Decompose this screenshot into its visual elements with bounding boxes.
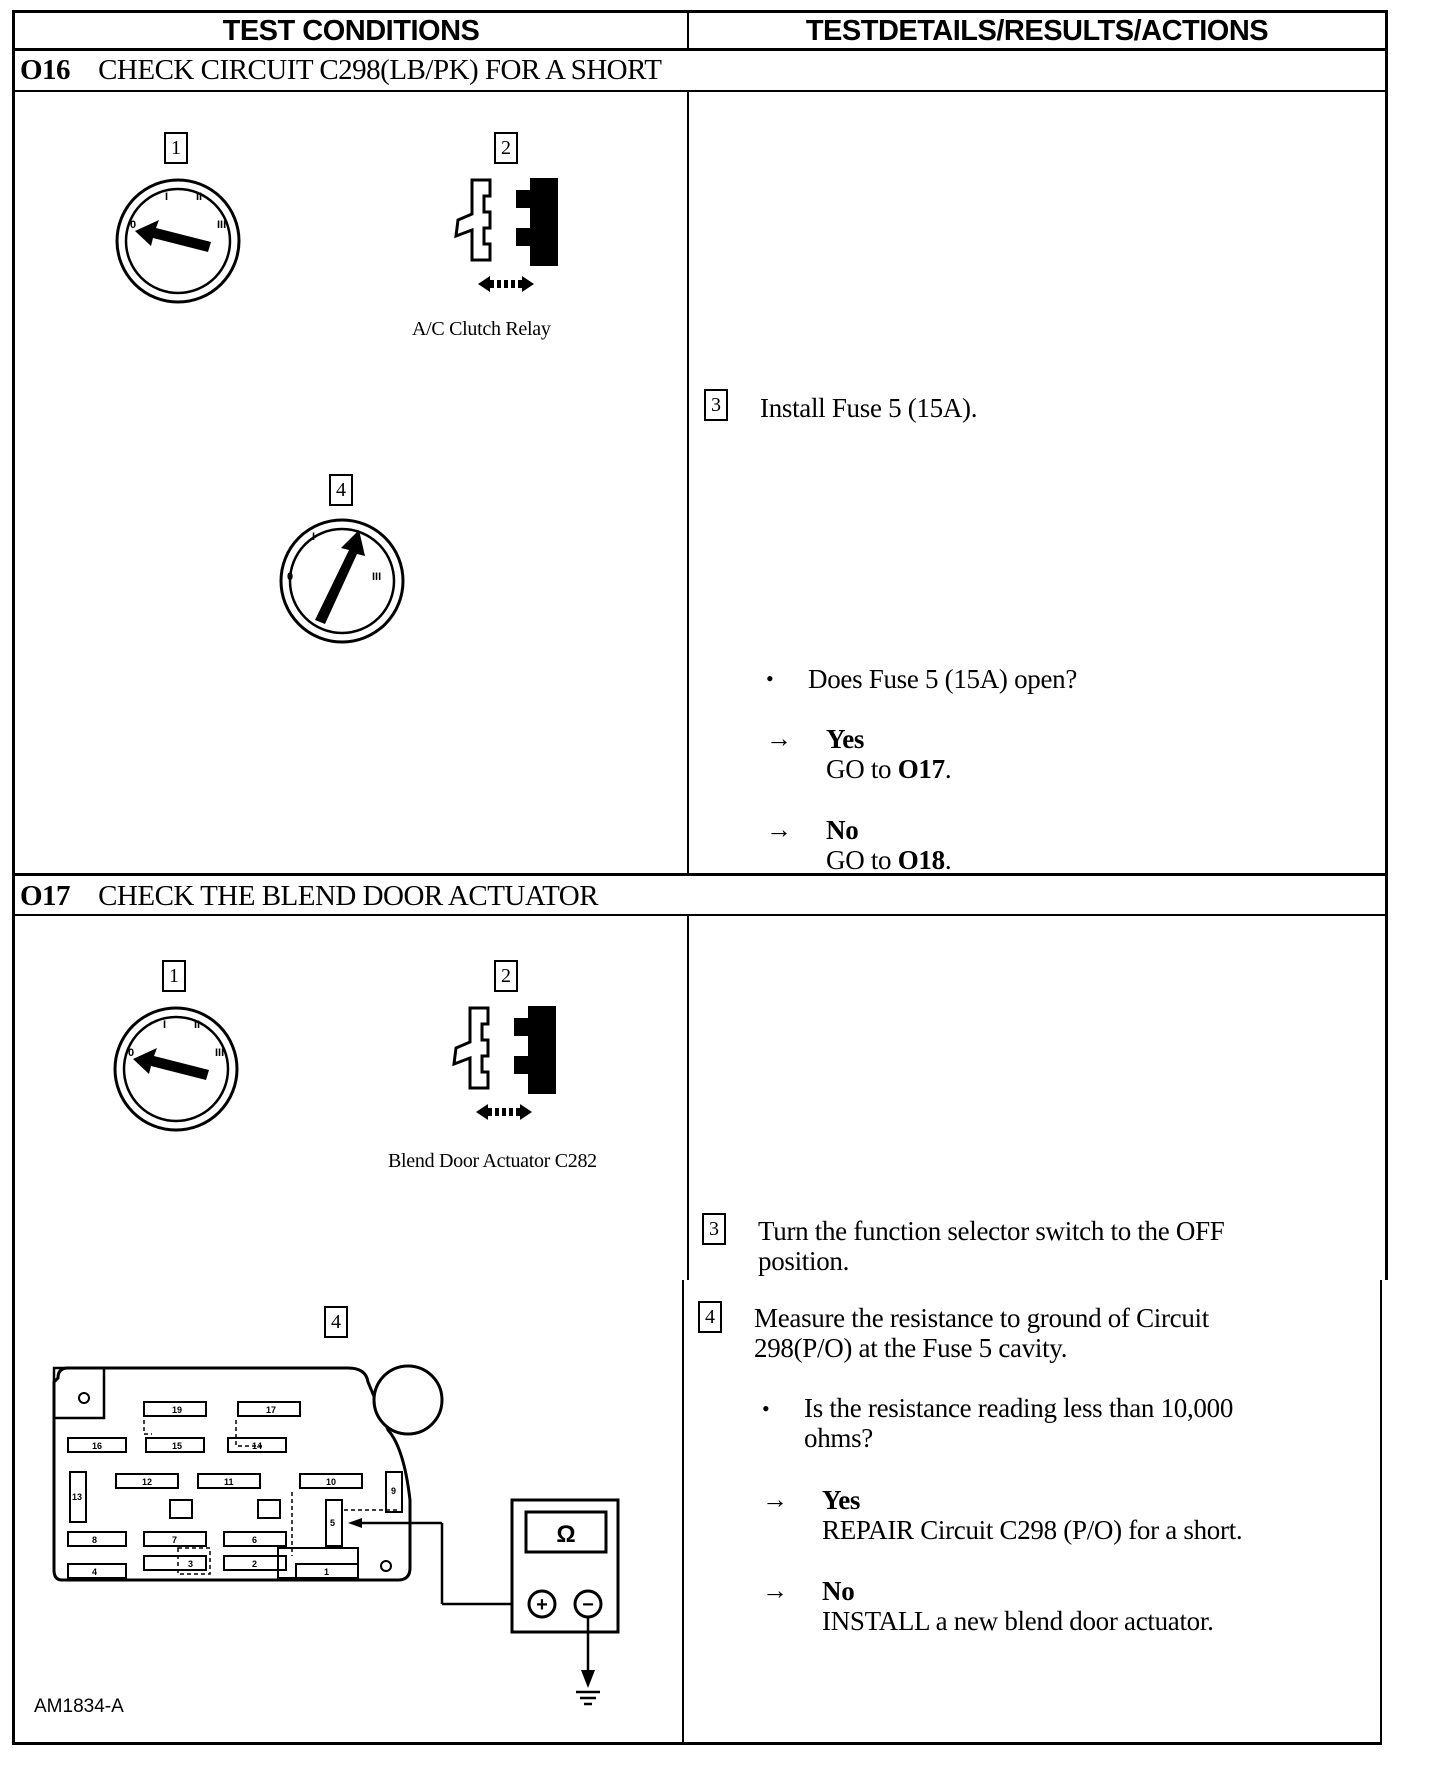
ignition-label-three: III bbox=[217, 219, 226, 231]
frame-left bbox=[12, 10, 15, 1745]
o17-yes-label: Yes bbox=[822, 1485, 861, 1515]
fuse-number: 10 bbox=[326, 1477, 336, 1487]
fuse-number: 2 bbox=[252, 1559, 257, 1569]
o16-no-action: GO to O18. bbox=[826, 845, 952, 875]
o16-title: CHECK CIRCUIT C298(LB/PK) FOR A SHORT bbox=[98, 54, 662, 86]
ignition-label-off: 0 bbox=[287, 571, 293, 583]
ignition-label-off: 0 bbox=[130, 219, 136, 231]
o16-question: Does Fuse 5 (15A) open? bbox=[808, 664, 1078, 694]
o17-step-4-line-2: 298(P/O) at the Fuse 5 cavity. bbox=[754, 1333, 1068, 1363]
o17-step-4-box: 4 bbox=[698, 1301, 722, 1333]
frame-right-upper bbox=[1385, 10, 1388, 1280]
o16-step-3-box: 3 bbox=[704, 389, 728, 421]
ignition-label-one: I bbox=[163, 1019, 166, 1031]
ignition-label-three: III bbox=[215, 1047, 224, 1059]
o16-yes-action-prefix: GO to bbox=[826, 754, 898, 784]
fuse-number: 8 bbox=[92, 1535, 97, 1545]
o16-step-4-box: 4 bbox=[329, 474, 353, 506]
fuse-number: 14 bbox=[252, 1441, 262, 1451]
o16-title-divider bbox=[12, 90, 1388, 92]
ohm-symbol: Ω bbox=[556, 1521, 575, 1548]
ignition-label-off: 0 bbox=[128, 1047, 134, 1059]
fuse-number: 15 bbox=[172, 1441, 182, 1451]
header-test-details: TESTDETAILS/RESULTS/ACTIONS bbox=[805, 14, 1269, 47]
o17-no-arrow: → bbox=[762, 1576, 788, 1605]
o17-title: CHECK THE BLEND DOOR ACTUATOR bbox=[98, 880, 599, 912]
column-divider-o17-upper bbox=[687, 914, 689, 1280]
fuse-number: 17 bbox=[266, 1405, 276, 1415]
o17-question-bullet: • bbox=[762, 1396, 770, 1421]
meter-minus-terminal: − bbox=[582, 1594, 594, 1616]
ignition-label-three: III bbox=[372, 571, 381, 583]
o17-title-divider bbox=[12, 914, 1388, 916]
actuator-caption: Blend Door Actuator C282 bbox=[388, 1150, 597, 1172]
o16-step-2-box: 2 bbox=[494, 132, 518, 164]
figure-id: AM1834-A bbox=[34, 1696, 124, 1717]
ignition-switch-run-icon: 0 I III bbox=[279, 518, 405, 644]
o16-question-bullet: • bbox=[766, 666, 774, 691]
o17-yes-action: REPAIR Circuit C298 (P/O) for a short. bbox=[822, 1515, 1243, 1545]
o17-step-4-line-1: Measure the resistance to ground of Circ… bbox=[754, 1303, 1209, 1333]
frame-top bbox=[12, 10, 1388, 13]
header-divider bbox=[12, 48, 1388, 51]
ignition-switch-off-icon: 0 I II III bbox=[115, 178, 241, 304]
ignition-label-two: II bbox=[194, 1019, 200, 1031]
header-test-conditions: TEST CONDITIONS bbox=[222, 14, 480, 47]
o16-no-period: . bbox=[944, 845, 952, 875]
o16-yes-period: . bbox=[944, 754, 952, 784]
ignition-label-two: II bbox=[196, 191, 202, 203]
o17-step-1-box: 1 bbox=[162, 960, 186, 992]
relay-caption: A/C Clutch Relay bbox=[412, 318, 551, 340]
o16-section-title: O16 CHECK CIRCUIT C298(LB/PK) FOR A SHORT bbox=[20, 54, 662, 87]
o17-step-4-diagram-box: 4 bbox=[324, 1306, 348, 1338]
fuse-number: 13 bbox=[72, 1492, 82, 1502]
ignition-switch-off-icon: 0 I II III bbox=[113, 1006, 239, 1132]
o17-question-line-2: ohms? bbox=[804, 1423, 873, 1453]
fuse-number: 19 bbox=[172, 1405, 182, 1415]
fuse-number: 11 bbox=[224, 1477, 234, 1487]
o17-step-3-box: 3 bbox=[702, 1213, 726, 1245]
o17-question-line-1: Is the resistance reading less than 10,0… bbox=[804, 1393, 1234, 1423]
o16-id: O16 bbox=[20, 54, 71, 86]
fuse-number: 6 bbox=[252, 1535, 257, 1545]
o16-yes-action: GO to O17. bbox=[826, 754, 952, 784]
column-divider-o17-lower bbox=[682, 1280, 684, 1745]
column-divider-header bbox=[687, 10, 689, 50]
frame-bottom bbox=[12, 1742, 1382, 1745]
o17-no-label: No bbox=[822, 1576, 855, 1606]
o16-yes-label: Yes bbox=[826, 724, 865, 754]
o16-no-arrow: → bbox=[766, 815, 792, 844]
o16-step-1-box: 1 bbox=[164, 132, 188, 164]
fuse-number: 7 bbox=[172, 1535, 177, 1545]
o17-section-title: O17 CHECK THE BLEND DOOR ACTUATOR bbox=[20, 880, 599, 913]
actuator-connector-icon bbox=[452, 1006, 556, 1120]
o16-no-action-prefix: GO to bbox=[826, 845, 898, 875]
o16-yes-target: O17 bbox=[897, 754, 945, 784]
o17-id: O17 bbox=[20, 880, 71, 912]
o17-step-3-line-2: position. bbox=[758, 1246, 850, 1276]
column-divider-o16 bbox=[687, 90, 689, 875]
fuse-panel-ohmmeter-diagram: 19 17 16 15 14 13 12 11 10 9 8 7 6 5 4 3… bbox=[52, 1364, 620, 1706]
o16-step-3-text: Install Fuse 5 (15A). bbox=[760, 393, 978, 423]
fuse-number: 4 bbox=[92, 1567, 97, 1577]
o16-no-target: O18 bbox=[897, 845, 945, 875]
o17-step-2-box: 2 bbox=[494, 960, 518, 992]
frame-right-lower bbox=[1380, 1280, 1382, 1745]
o17-step-3-line-1: Turn the function selector switch to the… bbox=[758, 1216, 1225, 1246]
fuse-number: 12 bbox=[142, 1477, 152, 1487]
o17-yes-arrow: → bbox=[762, 1485, 788, 1514]
o17-no-action: INSTALL a new blend door actuator. bbox=[822, 1606, 1214, 1636]
relay-connector-icon bbox=[454, 178, 558, 292]
fuse-number: 1 bbox=[324, 1567, 329, 1577]
o16-yes-arrow: → bbox=[766, 724, 792, 753]
meter-plus-terminal: + bbox=[536, 1594, 548, 1616]
fuse-number: 9 bbox=[391, 1486, 396, 1496]
fuse-number: 16 bbox=[92, 1441, 102, 1451]
fuse-number: 5 bbox=[330, 1518, 335, 1528]
ignition-label-one: I bbox=[312, 531, 315, 543]
fuse-number: 3 bbox=[188, 1559, 193, 1569]
o17-top-divider bbox=[12, 873, 1388, 876]
o16-no-label: No bbox=[826, 815, 859, 845]
ignition-label-one: I bbox=[165, 191, 168, 203]
